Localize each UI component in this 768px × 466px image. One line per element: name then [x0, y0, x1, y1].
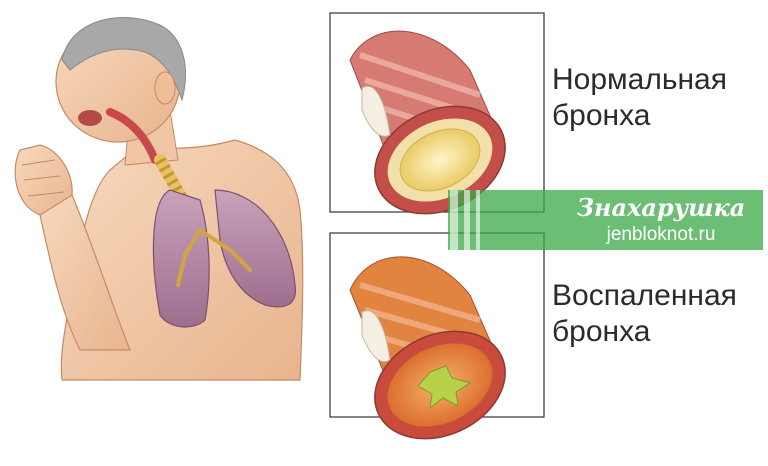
normal-bronchus-panel	[329, 12, 545, 215]
normal-label-line-2: бронха	[552, 99, 651, 132]
watermark-band	[448, 190, 763, 250]
inflamed-label-line-1: Воспаленная	[552, 279, 737, 312]
normal-bronchus-image	[349, 30, 506, 215]
man-figure	[14, 17, 304, 381]
normal-bronchus-label: Нормальная бронха	[552, 62, 727, 134]
inflamed-bronchus-panel	[329, 232, 545, 440]
normal-label-line-1: Нормальная	[552, 63, 727, 96]
inflamed-bronchus-image	[349, 256, 506, 440]
inflamed-bronchus-label: Воспаленная бронха	[552, 278, 737, 350]
watermark-title: Знахарушка	[576, 193, 746, 222]
inflamed-label-line-2: бронха	[552, 315, 651, 348]
watermark-subtitle: jenbloknot.ru	[606, 224, 716, 245]
